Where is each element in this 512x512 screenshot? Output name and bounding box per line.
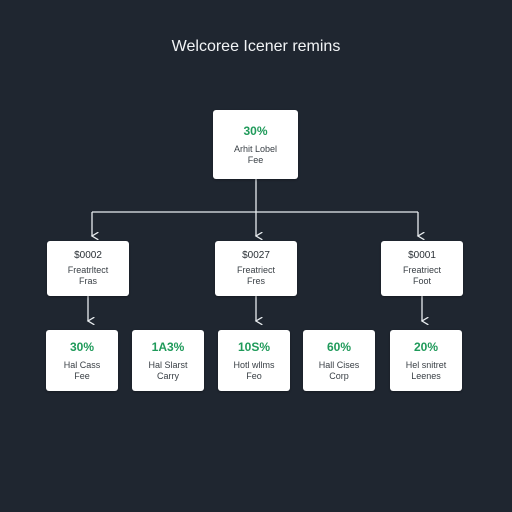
leaf-node-percent: 20% [413,339,439,354]
middle-node[interactable]: $0001 Freatriect Foot [381,241,463,296]
leaf-node-percent: 60% [326,339,352,354]
leaf-node-label-line2: Feo [246,370,262,381]
middle-node-label-line2: Fras [79,276,97,286]
leaf-node[interactable]: 60% Hall Cises Corp [303,330,375,391]
middle-node-label-line1: Freatrltect [67,265,109,275]
middle-node[interactable]: $0027 Freatriect Fres [215,241,297,296]
leaf-node-percent: 30% [69,339,95,354]
leaf-node-label-line1: Hel snitret [405,359,447,370]
leaf-node-label-line2: Carry [157,370,179,381]
leaf-node-percent: 1A3% [151,339,185,354]
leaf-node-label-line1: Hal Slarst [148,359,188,370]
middle-node[interactable]: $0002 Freatrltect Fras [47,241,129,296]
middle-node-label-line1: Freatriect [236,265,275,275]
leaf-node[interactable]: 10S% Hotl wllms Feo [218,330,290,391]
diagram-title: Welcoree Icener remins [171,38,341,55]
middle-node-number: $0001 [408,250,436,261]
root-percent: 30% [243,123,268,138]
leaf-node[interactable]: 30% Hal Cass Fee [46,330,118,391]
root-label-line2: Fee [247,154,264,165]
leaf-node-label-line1: Hotl wllms [233,359,275,370]
leaf-node-label-line2: Fee [74,370,90,381]
leaf-node-percent: 10S% [237,339,271,354]
middle-node-number: $0002 [74,250,102,261]
root-node[interactable]: 30% Arhit Lobel Fee [213,110,298,179]
leaf-node-label-line1: Hal Cass [63,359,101,370]
middle-node-label-line2: Foot [412,276,431,286]
middle-node-label-line2: Fres [247,276,265,286]
leaf-node-label-line1: Hall Cises [318,359,360,370]
root-label-line1: Arhit Lobel [233,143,278,154]
leaf-node-label-line2: Leenes [411,370,441,381]
leaf-node-label-line2: Corp [329,370,349,381]
leaf-node[interactable]: 20% Hel snitret Leenes [390,330,462,391]
leaf-node[interactable]: 1A3% Hal Slarst Carry [132,330,204,391]
middle-node-number: $0027 [242,250,270,261]
middle-node-label-line1: Freatriect [402,265,441,275]
